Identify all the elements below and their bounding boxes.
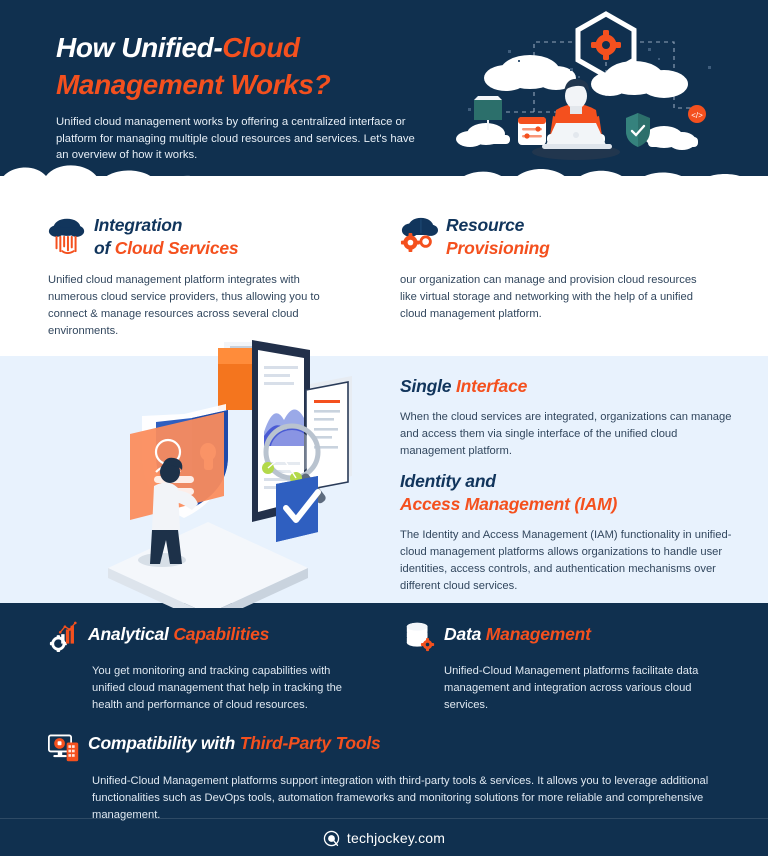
single-interface-heading: Single Interface [400,375,750,398]
person-figure [138,457,198,567]
analytical-heading-row: Analytical Capabilities [48,620,368,654]
section-resource-provisioning: Resource Provisioning our organization c… [400,214,710,323]
section-data-management: Data Management Unified-Cloud Management… [404,620,734,714]
single-interface-heading-prefix: Single [400,376,456,396]
bars [61,625,74,644]
title-line1-white: How Unified- [56,32,223,63]
page-title: How Unified-Cloud Management Works? [56,30,456,104]
data-management-heading-accent: Management [485,624,591,644]
gear-large [400,233,420,253]
person-with-laptop [532,78,620,160]
code-badge: </> [688,105,706,123]
compatibility-body: Unified-Cloud Management platforms suppo… [92,775,709,822]
settings-card [518,117,546,145]
intro-paragraph: Unified cloud management works by offeri… [56,116,415,162]
section-analytical-capabilities: Analytical Capabilities You get monitori… [48,620,368,714]
presentation-board [474,96,502,130]
resource-heading-line2: Provisioning [446,238,550,259]
section-integration-of-cloud-services: Integration of Cloud Services Unified cl… [48,214,358,340]
iam-heading-line1: Identity and [400,471,496,491]
isometric-platform [108,522,308,608]
section-single-interface: Single Interface When the cloud services… [400,375,750,460]
integration-heading-row: Integration of Cloud Services [48,214,358,260]
compatibility-heading-row: Compatibility with Third-Party Tools [48,730,748,764]
rain-cloud-icon [48,218,85,254]
data-management-heading: Data Management [444,620,591,646]
analytical-heading-accent: Capabilities [173,624,270,644]
data-management-heading-prefix: Data [444,624,486,644]
integration-heading-line2: of Cloud Services [94,237,239,260]
cloud-management-illustration: </> [456,11,711,160]
single-interface-isometric-illustration [108,340,352,608]
iam-body: The Identity and Access Management (IAM)… [400,529,732,593]
footer-brand-text: techjockey.com [346,830,446,846]
bottom-dark-band [0,603,768,856]
section-compatibility-third-party-tools: Compatibility with Third-Party Tools Uni… [48,730,748,824]
compatibility-heading-accent: Third-Party Tools [239,733,381,753]
footer-divider [0,818,768,819]
data-management-heading-row: Data Management [404,620,734,654]
monitor-mobile-icon [48,734,79,762]
resource-heading-line1: Resource [446,215,525,235]
approval-check-card [276,476,321,542]
compatibility-heading-prefix: Compatibility with [88,733,240,753]
monitor [48,734,72,758]
svg-text:</>: </> [691,111,703,120]
techjockey-logo-icon [323,830,340,846]
gear-badge [420,637,435,652]
integration-heading-line1: Integration [94,215,183,235]
iam-heading-line2: Access Management (IAM) [400,494,618,515]
integration-heading-accent: Cloud Services [114,238,239,259]
analytical-heading: Analytical Capabilities [88,620,269,646]
section-identity-access-management: Identity and Access Management (IAM) The… [400,470,750,595]
footer: techjockey.com [0,820,768,856]
cloud-gear-icon [400,217,438,253]
resource-heading-row: Resource Provisioning [400,214,710,260]
resource-body: our organization can manage and provisio… [400,274,697,321]
security-shield-icon [626,113,650,147]
title-line2-orange: Management Works? [56,68,331,100]
cloud-wave-divider [0,165,768,222]
database-gear-icon [406,622,435,652]
integration-body: Unified cloud management platform integr… [48,274,320,338]
mobile-phone [66,742,79,762]
analytical-heading-prefix: Analytical [88,624,174,644]
bar-chart-gear-icon [49,621,77,653]
data-management-body: Unified-Cloud Management platforms facil… [444,665,699,712]
integration-heading-prefix: of [94,238,115,259]
title-line1-orange: Cloud [222,32,300,63]
analytical-body: You get monitoring and tracking capabili… [92,665,343,712]
compatibility-heading: Compatibility with Third-Party Tools [88,730,381,755]
single-interface-heading-accent: Interface [455,376,528,396]
single-interface-body: When the cloud services are integrated, … [400,411,732,458]
